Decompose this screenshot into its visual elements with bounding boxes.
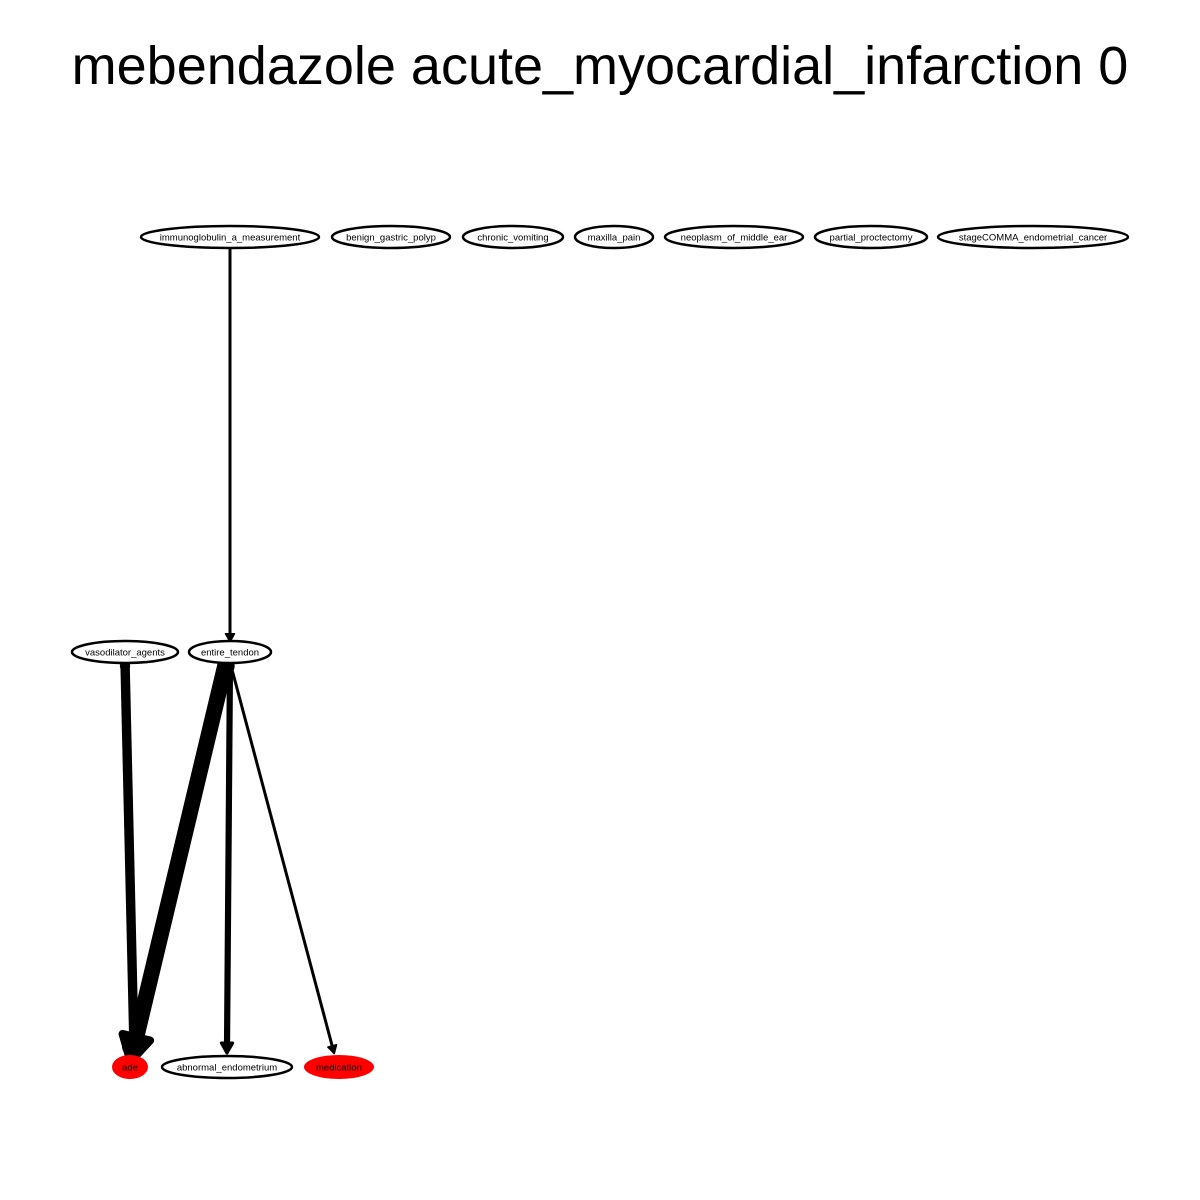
edge-entire_tendon-to-ade — [126, 654, 234, 1055]
node-label: entire_tendon — [201, 647, 259, 658]
node-neoplasm_of_middle_ear[interactable]: neoplasm_of_middle_ear — [663, 224, 805, 250]
node-layer: immunoglobulin_a_measurement benign_gastr… — [70, 224, 1130, 1080]
arrowhead-immunoglobulin_a_measurement-to-entire_tendon — [224, 633, 236, 643]
node-stageCOMMA_endometrial_cancer[interactable]: stageCOMMA_endometrial_cancer — [936, 224, 1130, 250]
node-label: immunoglobulin_a_measurement — [160, 232, 301, 243]
node-vasodilator_agents[interactable]: vasodilator_agents — [70, 639, 180, 665]
node-shape — [139, 224, 321, 250]
edge-vasodilator_agents-to-ade — [120, 657, 139, 1052]
node-immunoglobulin_a_measurement[interactable]: immunoglobulin_a_measurement — [139, 224, 321, 250]
node-ade[interactable]: ade — [112, 1055, 148, 1079]
node-label: benign_gastric_polyp — [346, 232, 436, 243]
edge-entire_tendon-to-medication — [228, 660, 335, 1051]
node-label: chronic_vomiting — [477, 232, 548, 243]
node-shape — [663, 224, 805, 250]
node-label: vasodilator_agents — [85, 647, 165, 658]
node-shape — [112, 1055, 148, 1079]
node-abnormal_endometrium[interactable]: abnormal_endometrium — [160, 1054, 294, 1080]
node-label: partial_proctectomy — [830, 232, 913, 243]
node-chronic_vomiting[interactable]: chronic_vomiting — [461, 224, 565, 250]
node-label: ade — [122, 1062, 138, 1073]
node-label: medication — [316, 1062, 362, 1073]
node-shape — [160, 1054, 294, 1080]
node-label: neoplasm_of_middle_ear — [681, 232, 788, 243]
node-partial_proctectomy[interactable]: partial_proctectomy — [813, 224, 929, 250]
node-entire_tendon[interactable]: entire_tendon — [187, 639, 273, 665]
node-label: stageCOMMA_endometrial_cancer — [959, 232, 1107, 243]
diagram-title: mebendazole acute_myocardial_infarction … — [72, 36, 1129, 96]
node-shape — [573, 224, 655, 250]
edge-layer — [118, 245, 338, 1066]
node-shape — [70, 639, 180, 665]
edge-convergence-ade — [122, 1034, 146, 1058]
node-shape — [461, 224, 565, 250]
arrowhead-entire_tendon-to-medication — [327, 1044, 338, 1055]
node-label: abnormal_endometrium — [177, 1062, 277, 1073]
node-label: maxilla_pain — [588, 232, 641, 243]
node-shape — [187, 639, 273, 665]
node-shape — [813, 224, 929, 250]
node-shape — [304, 1055, 374, 1079]
arrowhead-entire_tendon-to-abnormal_endometrium — [219, 1041, 235, 1055]
edge-entire_tendon-to-abnormal_endometrium — [223, 658, 234, 1051]
node-shape — [330, 224, 452, 250]
node-shape — [936, 224, 1130, 250]
node-benign_gastric_polyp[interactable]: benign_gastric_polyp — [330, 224, 452, 250]
node-medication[interactable]: medication — [304, 1055, 374, 1079]
node-maxilla_pain[interactable]: maxilla_pain — [573, 224, 655, 250]
